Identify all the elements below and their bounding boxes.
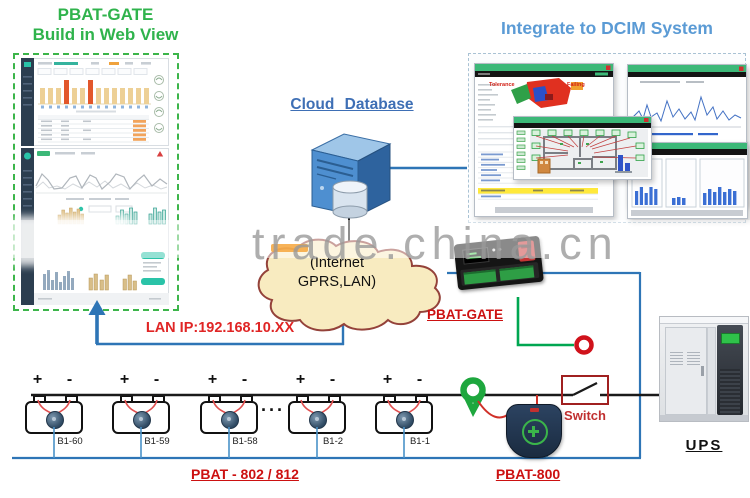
cloud-database-label: Cloud Database <box>290 96 414 113</box>
minus-terminal-sign: - <box>416 371 423 388</box>
side-gauge-icons <box>154 75 164 133</box>
minus-terminal-sign: - <box>153 371 160 388</box>
ups-screen <box>721 333 740 344</box>
data-table <box>38 115 149 143</box>
gateway-branch-line <box>516 297 574 347</box>
battery-label: B1-60 <box>57 436 83 447</box>
pbat-800-label: PBAT-800 <box>495 466 561 482</box>
pbat-800-device <box>506 404 562 458</box>
lan-ip-label: LAN IP:192.168.10.XX <box>145 320 295 336</box>
lower-bar-group-1 <box>43 270 74 290</box>
switch-label: Switch <box>564 408 606 423</box>
webview-title-line2: Build in Web View <box>32 25 179 44</box>
trend-line-chart <box>35 172 168 194</box>
webview-title-line1: PBAT-GATE <box>57 5 154 24</box>
battery-sensor <box>309 411 327 429</box>
plus-terminal-sign: + <box>295 371 306 388</box>
plus-terminal-sign: + <box>382 371 393 388</box>
webview-screenshot-1 <box>21 58 169 146</box>
alarm-icon <box>156 151 164 157</box>
cloud-text-line2: GPRS,LAN) <box>297 274 377 290</box>
battery-label: B1-1 <box>409 436 431 447</box>
plus-terminal-sign: + <box>32 371 43 388</box>
floorplan <box>530 129 648 177</box>
action-button-2 <box>141 278 165 285</box>
ups-label: UPS <box>685 437 723 454</box>
battery-sensor <box>133 411 151 429</box>
switch-box <box>561 375 609 405</box>
battery-voltage-bars <box>40 80 149 109</box>
server-icon <box>310 133 392 219</box>
battery-b1-58: + - B1-58 <box>200 370 258 456</box>
minus-terminal-sign: - <box>66 371 73 388</box>
map-status-label-2: Failing <box>567 82 585 88</box>
plus-terminal-sign: + <box>207 371 218 388</box>
battery-b1-2: + - B1-2 <box>288 370 346 456</box>
lower-bar-group-3 <box>122 274 137 291</box>
ct-clamp-icon <box>460 377 486 417</box>
battery-sensor <box>46 411 64 429</box>
minus-terminal-sign: - <box>241 371 248 388</box>
report-bars <box>635 187 737 205</box>
battery-sensor <box>221 411 239 429</box>
database-cylinder-icon <box>332 180 368 219</box>
battery-label: B1-59 <box>144 436 170 447</box>
battery-b1-59: + - B1-59 <box>112 370 170 456</box>
collector-ring <box>522 419 548 445</box>
status-map <box>511 78 583 108</box>
battery-b1-1: + - B1-1 <box>375 370 433 456</box>
lower-bar-group-2 <box>88 273 109 291</box>
terminator-ring <box>574 335 594 355</box>
map-status-label-1: Tolerance <box>489 82 515 88</box>
battery-label: B1-58 <box>232 436 258 447</box>
battery-label: B1-2 <box>322 436 344 447</box>
battery-ellipsis: ··· <box>261 400 285 420</box>
pbat-gate-label: PBAT-GATE <box>427 307 503 322</box>
ups-control-column <box>717 325 743 417</box>
ups-left-door <box>665 327 707 415</box>
ups-cabinet <box>659 316 749 422</box>
watermark-text: trade.china.cn <box>252 218 619 269</box>
plus-terminal-sign: + <box>119 371 130 388</box>
dcim-title: Integrate to DCIM System <box>501 18 713 38</box>
battery-b1-60: + - B1-60 <box>25 370 83 456</box>
minus-terminal-sign: - <box>329 371 336 388</box>
battery-sensor <box>396 411 414 429</box>
dcim-window-floorplan <box>513 116 652 180</box>
dcim-window-reports <box>627 142 748 219</box>
pbat-802-812-label: PBAT - 802 / 812 <box>191 466 299 482</box>
watermark-blur <box>14 216 129 266</box>
